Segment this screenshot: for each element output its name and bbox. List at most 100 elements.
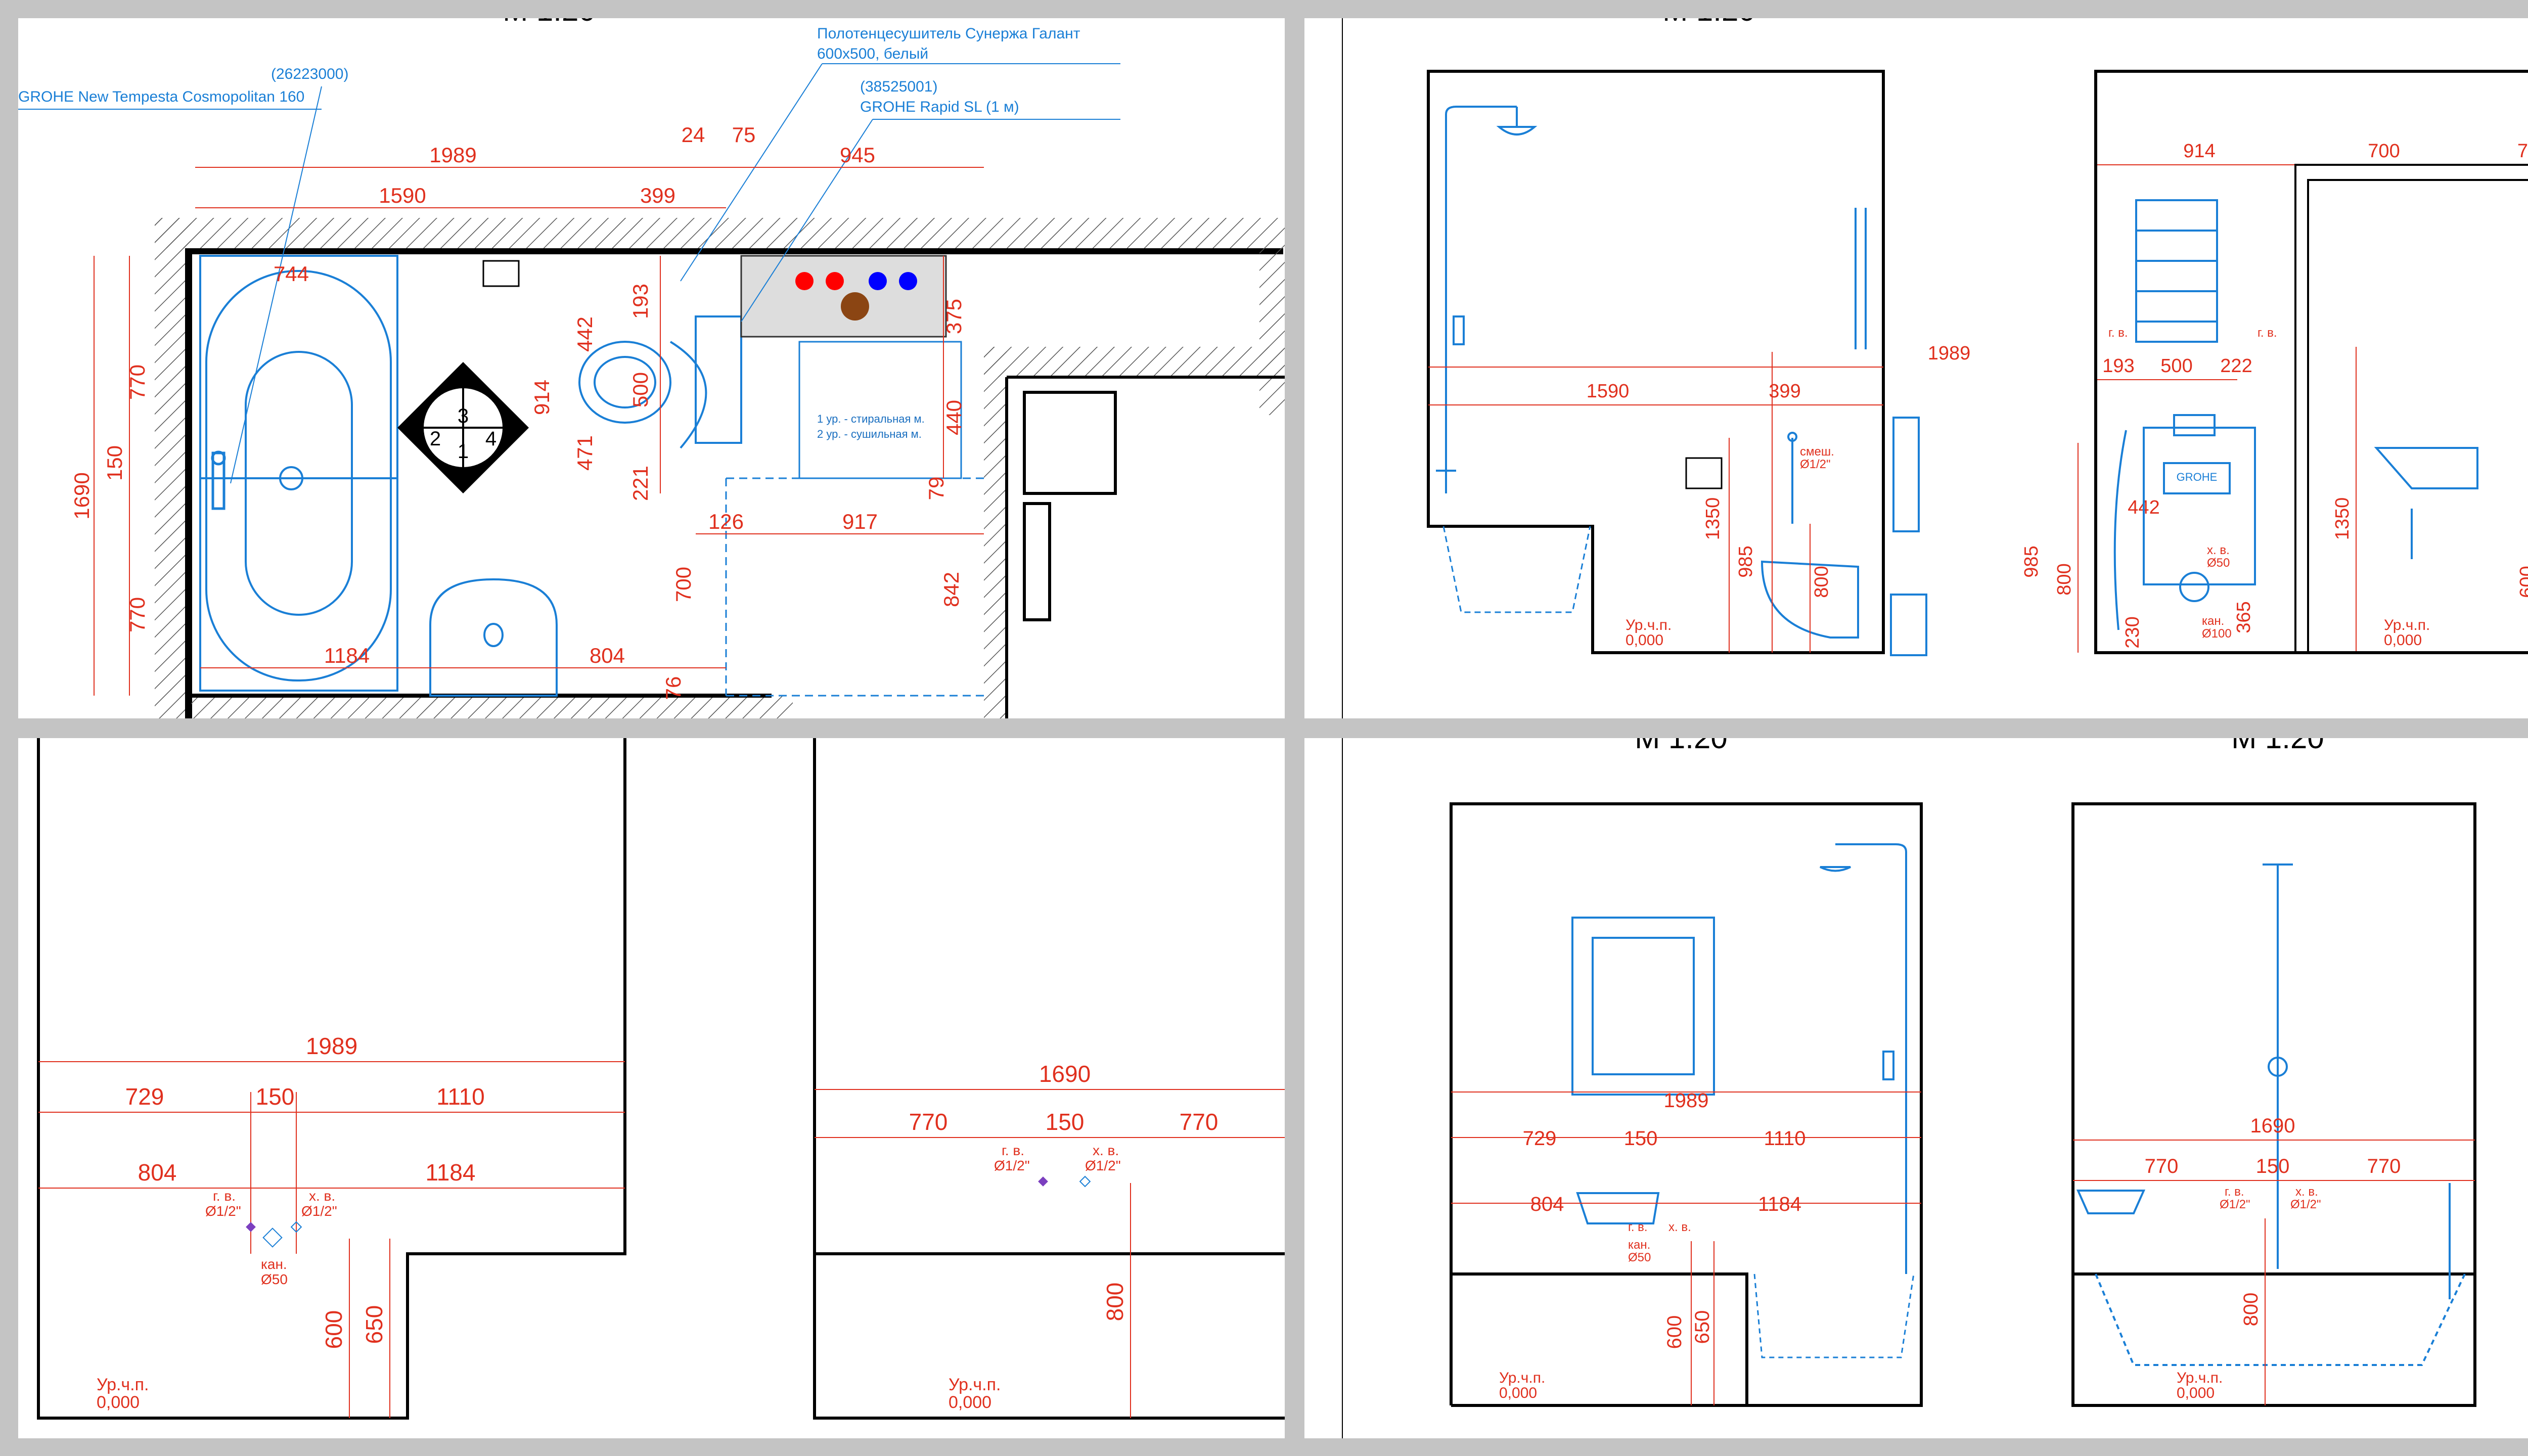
outline-bath-wall: [2071, 802, 2476, 1407]
pipe-labels: г. в. Ø1/2" х. в. Ø1/2" кан. Ø50 г. в. Ø…: [205, 1143, 1121, 1287]
floor-level-left: Ур.ч.п. 0,000: [1626, 617, 1672, 649]
svg-text:Ø1/2": Ø1/2": [301, 1203, 337, 1219]
svg-text:кан.: кан.: [261, 1256, 287, 1272]
dim-800: 800: [1811, 566, 1832, 598]
floor-level: Ур.ч.п. 0,000 Ур.ч.п. 0,000: [1499, 1370, 2223, 1401]
elev-notes: смеш. Ø1/2" г. в. г. в. х. в. Ø50 кан. Ø…: [1800, 326, 2277, 641]
svg-text:Ур.ч.п.: Ур.ч.п.: [2177, 1370, 2223, 1386]
mixer-diameter: Ø1/2": [1800, 458, 1831, 471]
dim-770-a: 770: [909, 1109, 948, 1135]
dimension-lines: [38, 1061, 1285, 1418]
dim-770-b: 770: [1180, 1109, 1218, 1135]
towel-rail-front: [2135, 199, 2218, 343]
wall-outline-left: [1427, 70, 1885, 654]
dim-800: 800: [1102, 1283, 1128, 1322]
dim-1989: 1989: [429, 143, 476, 167]
install-frame: [2113, 414, 2256, 630]
svg-text:Ø1/2": Ø1/2": [2290, 1198, 2321, 1211]
dim-914: 914: [530, 380, 554, 415]
svg-text:0,000: 0,000: [2384, 632, 2422, 649]
leader-lines: [18, 63, 1120, 484]
dimensions: 1989 729 150 1110 804 1184 600 650 1690 …: [125, 1033, 1218, 1349]
dim-76: 76: [661, 676, 685, 700]
dim-770-b: 770: [2367, 1155, 2401, 1177]
zone-3: 3: [458, 405, 469, 427]
mirror: [1571, 917, 1715, 1096]
dim-917: 917: [842, 510, 878, 533]
dim-193: 193: [628, 284, 652, 319]
drain-label: кан.: [2202, 614, 2224, 628]
svg-text:Ур.ч.п.: Ур.ч.п.: [1626, 617, 1672, 633]
dim-1184: 1184: [1758, 1193, 1801, 1215]
bathtub-outline: [1442, 526, 1591, 613]
towel-rail-side: [1855, 208, 1867, 349]
drain-diameter: Ø100: [2202, 627, 2232, 641]
dim-75: 75: [732, 123, 756, 147]
shelf-box: [798, 341, 962, 479]
dim-800b: 800: [2054, 563, 2075, 595]
vent-box: [482, 260, 520, 287]
svg-text:Ø1/2": Ø1/2": [205, 1203, 241, 1219]
frame-name: GROHE Rapid SL (1 м): [860, 99, 1019, 115]
plan-dimensions: 1989 1590 399 24 75 945 744 770 150 770 …: [70, 123, 966, 700]
svg-text:Ø1/2": Ø1/2": [994, 1158, 1030, 1173]
dim-1989: 1989: [1664, 1089, 1709, 1112]
dim-500: 500: [628, 372, 652, 407]
svg-text:0,000: 0,000: [97, 1393, 140, 1412]
svg-text:Ø1/2": Ø1/2": [2220, 1198, 2250, 1211]
svg-text:Ур.ч.п.: Ур.ч.п.: [2384, 617, 2430, 633]
dim-985b: 985: [2021, 545, 2042, 577]
pipe-markers: [246, 1175, 1091, 1248]
svg-text:г. в.: г. в.: [2225, 1185, 2244, 1199]
scale-header-left: М 1:20: [1635, 738, 1727, 755]
dim-471: 471: [573, 435, 597, 471]
dim-230: 230: [2122, 616, 2143, 648]
hot-water-label-2: г. в.: [2258, 326, 2277, 340]
dim-375: 375: [942, 299, 966, 334]
dim-1690: 1690: [2250, 1115, 2295, 1137]
washbasin: [429, 578, 558, 697]
svg-text:х. в.: х. в.: [2295, 1185, 2318, 1199]
svg-text:Ур.ч.п.: Ур.ч.п.: [949, 1375, 1001, 1394]
svg-text:г. в.: г. в.: [1628, 1220, 1648, 1234]
shower-column: [1820, 843, 1907, 1274]
dim-150-b: 150: [2256, 1155, 2290, 1177]
dim-729: 729: [1523, 1127, 1557, 1150]
frame-brand-label: GROHE: [2177, 471, 2218, 483]
svg-text:х. в.: х. в.: [1093, 1143, 1119, 1158]
dim-193: 193: [2102, 355, 2134, 377]
toilet-elevation-panel: М 1:20 1989: [1304, 18, 2528, 718]
dim-804: 804: [138, 1159, 177, 1186]
dim-442: 442: [573, 316, 597, 352]
washbasin-front: [1576, 1192, 1660, 1224]
dim-842: 842: [939, 572, 963, 607]
dim-150: 150: [256, 1083, 295, 1110]
zone-2: 2: [430, 428, 441, 450]
dim-126: 126: [708, 510, 744, 533]
elev-dimensions: 1989 1590 399 1350 985 800 914 700 76 19…: [1587, 141, 2528, 649]
dim-600: 600: [1663, 1315, 1686, 1349]
scale-header: М 1:20: [1662, 18, 1755, 27]
frame-code: (38525001): [860, 78, 937, 95]
svg-text:0,000: 0,000: [2177, 1385, 2215, 1401]
dim-399: 399: [1769, 381, 1800, 402]
dim-1989: 1989: [306, 1033, 357, 1059]
dim-985: 985: [1735, 545, 1756, 577]
dim-500: 500: [2160, 355, 2192, 377]
dimensions: 1989 729 150 1110 804 1184 600 650 1690 …: [1523, 1089, 2401, 1349]
svg-text:Ур.ч.п.: Ур.ч.п.: [1499, 1370, 1545, 1386]
zone-diagram: 3 2 4 1: [397, 362, 529, 493]
cold-water-diameter: Ø50: [2207, 556, 2230, 570]
door-frame: [2294, 164, 2528, 654]
zone-4: 4: [485, 428, 496, 450]
towel-size: 600x500, белый: [817, 46, 928, 62]
bath-code: (26223000): [271, 66, 348, 82]
svg-text:г. в.: г. в.: [1002, 1143, 1024, 1158]
svg-text:Ø50: Ø50: [261, 1271, 288, 1287]
dim-600: 600: [2516, 566, 2528, 598]
scale-header-right: М 1:20: [2231, 738, 2324, 755]
wall-outline-b: [813, 738, 1285, 1420]
dim-770-top: 770: [125, 365, 149, 400]
plan-dimension-lines: [94, 167, 984, 696]
dim-700: 700: [671, 567, 695, 602]
